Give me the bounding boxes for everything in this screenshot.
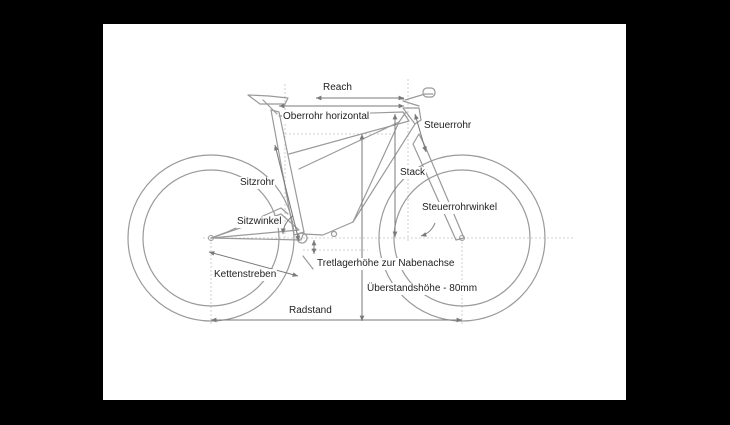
dimension-lines [208, 95, 462, 323]
steuerrohr-dimension [414, 113, 427, 153]
bike-geometry-diagram [127, 79, 573, 324]
label-tretlagerhoehe: Tretlagerhöhe zur Nabenachse [316, 258, 456, 270]
label-kettenstreben: Kettenstreben [213, 269, 278, 281]
kettenstreben-dimension [208, 251, 299, 277]
front-wheel [378, 154, 546, 322]
label-radstand: Radstand [288, 305, 333, 317]
label-reach: Reach [322, 82, 353, 94]
sitzwinkel-arc [280, 215, 294, 235]
label-oberrohr-horizontal: Oberrohr horizontal [282, 111, 371, 123]
geometry-diagram-canvas: Reach Oberrohr horizontal Steuerrohr Sit… [103, 24, 626, 400]
label-ueberstandshoehe: Überstandshöhe - 80mm [366, 283, 479, 295]
label-steuerrohrwinkel: Steuerrohrwinkel [421, 202, 499, 214]
sitzrohr-dimension [273, 144, 301, 242]
steuerrohrwinkel-arc [420, 222, 436, 237]
label-steuerrohr: Steuerrohr [423, 120, 473, 132]
label-sitzwinkel: Sitzwinkel [236, 216, 283, 228]
label-sitzrohr: Sitzrohr [239, 177, 276, 189]
label-stack: Stack [399, 167, 427, 179]
